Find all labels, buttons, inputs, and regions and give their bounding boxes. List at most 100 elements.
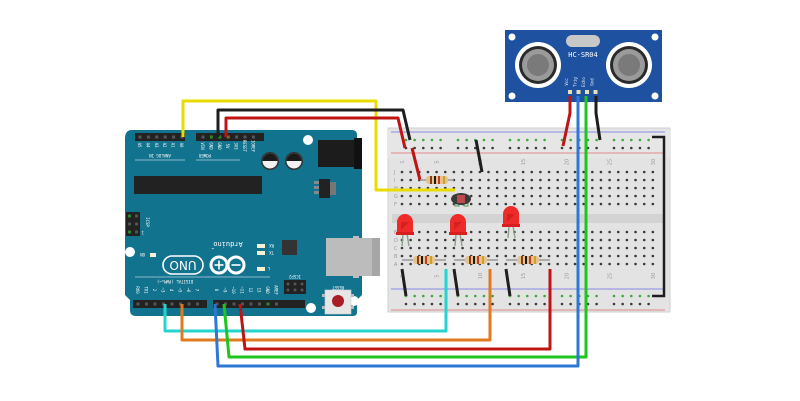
reset-button[interactable] [322,289,354,315]
pin-label: TX1 [144,286,149,294]
rail-hole [595,294,598,298]
header-pin[interactable] [170,302,174,306]
crystal [566,35,600,47]
sensor-pin-label: Gnd [590,78,595,86]
rail-hole [430,146,434,150]
pin-label: 7 [195,289,200,292]
header-pin[interactable] [235,135,239,139]
breadboard-hole [443,230,447,234]
header-pin[interactable] [153,302,157,306]
breadboard-hole [452,246,456,250]
wire-orange-pin5[interactable] [180,269,492,342]
header-pin[interactable] [218,135,222,139]
breadboard-hole [608,194,611,198]
header-pin[interactable] [146,135,150,139]
regulator-pin [314,181,319,184]
photoresistor [451,193,471,207]
breadboard-hole [495,254,499,258]
rail-hole [543,138,546,142]
breadboard-hole [530,230,534,234]
voltage-regulator [319,179,330,198]
rail-hole [612,302,616,306]
breadboard-hole [547,230,551,234]
breadboard-hole [469,238,473,242]
wire-green-echo[interactable] [222,96,588,359]
rail-hole [517,146,520,150]
breadboard-hole [591,230,594,234]
rail-hole [422,294,425,298]
wire-red-sensor-vcc[interactable] [561,96,572,147]
wire-black-top-jumper[interactable] [474,139,484,173]
sensor-pin[interactable] [585,90,589,94]
breadboard-hole [547,178,551,182]
header-pin[interactable] [251,135,255,139]
breadboard-hole [452,254,456,258]
breadboard-hole [625,194,629,198]
rail-hole [430,294,434,298]
breadboard-hole [400,202,404,206]
breadboard-hole [608,170,611,174]
breadboard-hole [582,194,585,198]
sensor-pin[interactable] [568,90,572,94]
header-pin[interactable] [138,135,142,139]
breadboard-hole [651,170,655,174]
wire-black-led3-gnd[interactable] [504,268,512,297]
header-pin[interactable] [266,302,270,306]
wire-yellow-a0[interactable] [181,99,455,192]
breadboard-hole [547,194,551,198]
header-pin[interactable] [243,135,247,139]
wire-black-sensor-gnd[interactable] [594,96,602,141]
header-pin[interactable] [249,302,253,306]
wire-black-led2-gnd[interactable] [452,268,460,297]
header-pin[interactable] [172,135,176,139]
breadboard-hole [608,238,611,242]
header-pin[interactable] [201,135,205,139]
header-pin[interactable] [155,135,159,139]
header-pin[interactable] [215,302,219,306]
rail-hole [560,146,564,150]
breadboard-hole [591,262,594,266]
atmega-chip [134,176,262,194]
header-pin[interactable] [163,135,167,139]
wire-blue-trig[interactable] [213,96,580,368]
header-pin[interactable] [232,302,236,306]
header-pin[interactable] [241,302,244,306]
wire-black-gnd[interactable] [216,108,412,141]
wire-cyan-pin3[interactable] [163,269,448,333]
wire-red-pin11[interactable] [238,269,552,351]
rail-hole [439,294,442,298]
rail-hole [439,146,442,150]
header-pin[interactable] [187,302,191,306]
rail-hole [612,138,616,142]
breadboard-hole [435,230,438,234]
header-pin[interactable] [258,302,261,306]
breadboard-hole [443,170,447,174]
column-number: 20 [564,159,570,165]
header-pin[interactable] [196,302,199,306]
header-pin[interactable] [145,302,148,306]
wire-black-rail-bridge[interactable] [652,135,666,298]
breadboard-hole [443,202,447,206]
breadboard-hole [409,178,412,182]
breadboard-hole [426,230,430,234]
breadboard-hole [504,202,508,206]
wire-red-rail-jumper[interactable] [410,147,422,181]
breadboard-hole [616,186,620,190]
breadboard-hole [556,170,559,174]
wire-red-5v[interactable] [224,116,407,149]
header-pin[interactable] [136,302,140,306]
sensor-model-label: HC-SR04 [568,51,598,59]
breadboard-hole [599,186,603,190]
header-pin[interactable] [226,135,230,139]
rail-hole [404,138,408,142]
breadboard-hole [625,178,629,182]
header-pin[interactable] [209,135,213,139]
breadboard-hole [651,246,655,250]
header-pin[interactable] [275,302,278,306]
wire-black-led1-gnd[interactable] [400,268,408,297]
rail-hole [534,138,538,142]
breadboard-hole [435,170,438,174]
breadboard-hole [625,254,629,258]
sensor-pin[interactable] [576,90,581,94]
sensor-pin[interactable] [593,90,598,94]
